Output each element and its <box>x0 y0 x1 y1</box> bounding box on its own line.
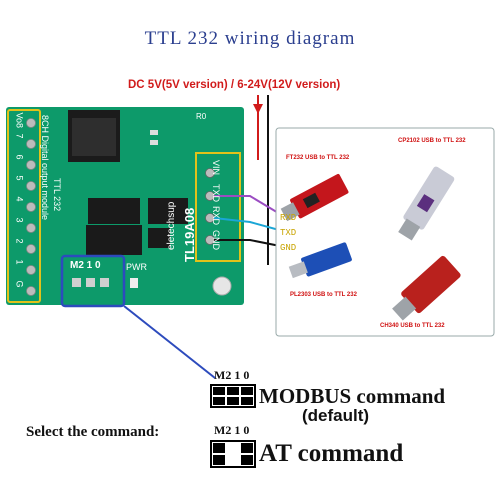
output-labels: Vo8 7 6 5 4 3 2 1 G <box>4 112 25 301</box>
cp2102-label: CP2102 USB to TTL 232 <box>398 138 466 144</box>
cp2102-module <box>398 166 455 241</box>
jumper-pointer-line <box>123 305 216 379</box>
output-label: 2 <box>14 238 25 244</box>
output-label: 7 <box>14 133 25 139</box>
ft232-module <box>280 174 349 222</box>
port-label-rxd: RXD <box>211 206 221 226</box>
legend-m210-header: M2 1 0 <box>214 368 250 382</box>
capacitor <box>150 130 158 135</box>
driver-chip <box>88 198 140 224</box>
power-arrow <box>253 104 263 114</box>
jumper-highlight <box>60 254 126 308</box>
board-brand: eletechsup <box>166 201 177 250</box>
capacitor <box>150 140 158 145</box>
small-chip <box>148 228 170 248</box>
pl2303-module <box>288 242 352 279</box>
legend-m210-header-2: M2 1 0 <box>214 423 250 437</box>
output-label: 1 <box>14 259 25 265</box>
mcu-chip <box>148 198 188 224</box>
board-r0-label: R0 <box>196 112 207 121</box>
select-command-label: Select the command: <box>26 424 160 440</box>
output-header-frame <box>7 109 41 303</box>
jumper-pads <box>72 278 109 287</box>
driver-chip-2 <box>86 225 142 255</box>
output-label: 4 <box>14 196 25 202</box>
output-label: 5 <box>14 175 25 181</box>
at-command-label: AT command <box>259 440 404 467</box>
board-ttl-text: TTL 232 <box>52 178 62 212</box>
modbus-command-label: MODBUS command <box>259 384 446 408</box>
output-label: G <box>14 280 25 288</box>
power-label: DC 5V(5V version) / 6-24V(12V version) <box>128 79 341 91</box>
ch340-module <box>392 255 461 321</box>
port-label-vin: VIN <box>211 160 221 176</box>
ft232-label: FT232 USB to TTL 232 <box>286 155 350 161</box>
wire-label-gnd: GND <box>280 243 297 253</box>
diagram-title: TTL 232 wiring diagram <box>144 28 356 49</box>
board-side-text: 8CH Digital output module <box>40 115 50 221</box>
mounting-hole <box>212 276 232 296</box>
output-label: Vo8 <box>14 112 25 129</box>
modbus-default-label: (default) <box>302 406 370 425</box>
output-pins <box>26 118 36 296</box>
board-model: TL19A08 <box>182 207 197 262</box>
wire-label-txd: TXD <box>280 228 297 238</box>
output-label: 3 <box>14 217 25 223</box>
port-label-gnd: GND <box>211 230 221 250</box>
power-led <box>130 278 138 288</box>
jumper-at-icon <box>210 440 256 468</box>
output-label: 6 <box>14 154 25 160</box>
pl2303-label: PL2303 USB to TTL 232 <box>290 292 357 298</box>
board-pwr-label: PWR <box>126 262 147 272</box>
regulator-body <box>72 118 116 156</box>
board-jumper-header: M2 1 0 <box>70 260 101 271</box>
port-label-txd: TXD <box>211 184 221 202</box>
jumper-modbus-icon <box>210 384 256 408</box>
ch340-label: CH340 USB to TTL 232 <box>380 323 445 329</box>
wire-label-rxd: RXD <box>280 213 297 223</box>
ttl-port-frame <box>195 152 241 262</box>
